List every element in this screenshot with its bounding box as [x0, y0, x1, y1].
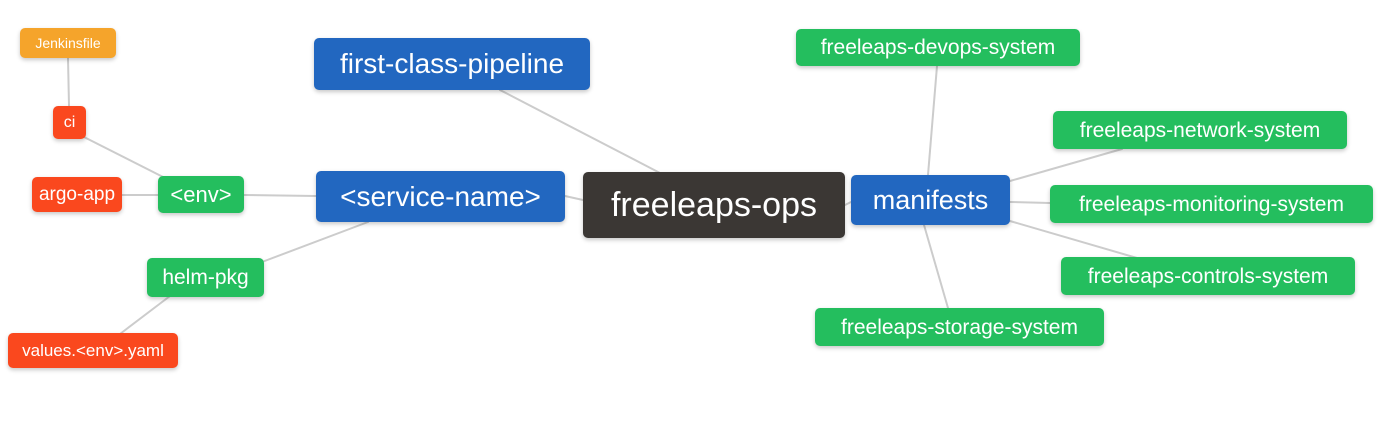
node-label: first-class-pipeline — [339, 48, 565, 79]
edge-first-class-pipeline-to-freeleaps-ops — [499, 89, 661, 174]
edge-service-name-to-helm-pkg — [261, 221, 369, 263]
node-label: Jenkinsfile — [35, 35, 101, 51]
edge-manifests-to-controls-system — [1009, 220, 1138, 259]
edge-helm-pkg-to-values-env-yaml — [119, 295, 171, 335]
edge-jenkinsfile-to-ci — [67, 57, 70, 107]
node-controls-system[interactable]: freeleaps-controls-system — [1061, 257, 1355, 295]
edge-service-name-to-freeleaps-ops — [564, 195, 584, 201]
node-first-class-pipeline[interactable]: first-class-pipeline — [314, 38, 590, 90]
node-label: manifests — [872, 184, 989, 215]
node-monitoring-system[interactable]: freeleaps-monitoring-system — [1050, 185, 1373, 223]
node-jenkinsfile[interactable]: Jenkinsfile — [20, 28, 116, 58]
node-label: <service-name> — [340, 180, 541, 212]
node-label: freeleaps-ops — [610, 186, 817, 224]
node-storage-system[interactable]: freeleaps-storage-system — [815, 308, 1104, 346]
edge-manifests-to-devops-system — [927, 65, 938, 176]
node-label: freeleaps-monitoring-system — [1079, 192, 1344, 216]
node-label: freeleaps-devops-system — [820, 36, 1056, 59]
node-service-name[interactable]: <service-name> — [316, 171, 565, 222]
node-label: <env> — [170, 181, 232, 207]
edge-ci-to-env — [81, 135, 168, 180]
node-values-env-yaml[interactable]: values.<env>.yaml — [8, 333, 178, 368]
node-label: freeleaps-storage-system — [841, 315, 1078, 339]
node-label: freeleaps-controls-system — [1087, 264, 1329, 288]
node-label: argo-app — [38, 184, 116, 205]
node-label: freeleaps-network-system — [1079, 118, 1321, 142]
edge-env-to-service-name — [243, 194, 317, 197]
node-manifests[interactable]: manifests — [851, 175, 1010, 225]
node-label: values.<env>.yaml — [22, 341, 164, 360]
node-freeleaps-ops[interactable]: freeleaps-ops — [583, 172, 845, 238]
node-helm-pkg[interactable]: helm-pkg — [147, 258, 264, 297]
node-network-system[interactable]: freeleaps-network-system — [1053, 111, 1347, 149]
node-env[interactable]: <env> — [158, 176, 244, 213]
edge-manifests-to-monitoring-system — [1009, 201, 1051, 204]
node-devops-system[interactable]: freeleaps-devops-system — [796, 29, 1080, 66]
edge-manifests-to-network-system — [1009, 148, 1123, 182]
node-argo-app[interactable]: argo-app — [32, 177, 122, 212]
node-label: helm-pkg — [162, 266, 249, 289]
node-label: ci — [63, 113, 76, 131]
edge-manifests-to-storage-system — [923, 224, 949, 309]
node-ci[interactable]: ci — [53, 106, 86, 139]
